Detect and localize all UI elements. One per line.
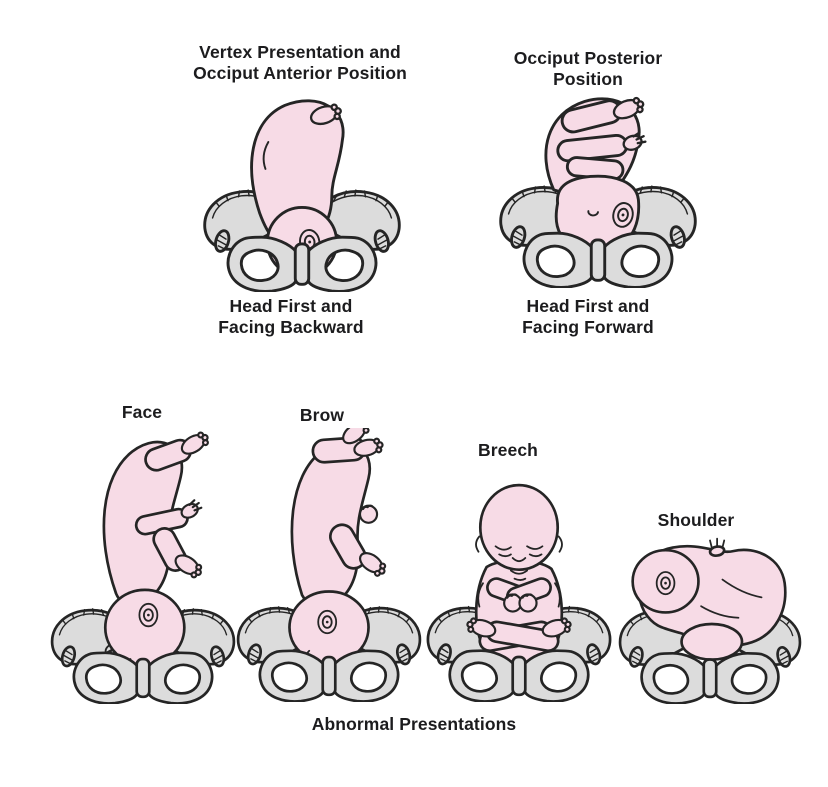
- figure-vertex-oa: [196, 92, 408, 292]
- fetus-shoulder-bulge: [680, 622, 744, 661]
- figure-face: [44, 430, 242, 704]
- pelvis-front-bones: [260, 651, 398, 702]
- fetus-fist: [358, 504, 379, 524]
- fetus-head: [478, 483, 560, 572]
- fetus-occiput-posterior: [544, 93, 648, 253]
- pelvis-front-bones: [74, 653, 212, 704]
- caption-occiput-posterior-line2: Facing Forward: [522, 317, 654, 337]
- fetus-fist: [518, 593, 538, 613]
- fetus-brow-presentation: [288, 428, 390, 665]
- title-vertex-oa-line2: Occiput Anterior Position: [193, 63, 407, 83]
- label-face: Face: [121, 402, 163, 422]
- label-shoulder: Shoulder: [657, 510, 735, 530]
- fetus-foot: [610, 93, 648, 123]
- label-breech: Breech: [478, 440, 538, 460]
- fetus-foot: [177, 430, 213, 459]
- fetus-head: [631, 548, 700, 614]
- breech-presentation-illustration: [420, 483, 618, 702]
- brow-presentation-illustration: [230, 428, 428, 702]
- fetus-foot: [355, 548, 390, 580]
- figure-occiput-posterior: [492, 88, 704, 288]
- figure-breech: [420, 468, 618, 702]
- fetus-foot: [171, 550, 206, 581]
- caption-occiput-posterior-line1: Head First and: [526, 296, 650, 316]
- face-presentation-illustration: [44, 430, 242, 704]
- title-occiput-posterior-line2: Position: [553, 69, 623, 89]
- caption-vertex-oa-line2: Facing Backward: [218, 317, 364, 337]
- fetus-face-presentation: [102, 430, 213, 667]
- fetus-lower-leg: [329, 523, 367, 570]
- figure-shoulder: [612, 528, 808, 704]
- footer-caption: Abnormal Presentations: [311, 714, 517, 734]
- pelvis-front-bones: [642, 653, 779, 703]
- label-brow: Brow: [299, 405, 345, 425]
- figure-brow: [230, 428, 428, 702]
- vertex-oa-illustration: [196, 99, 408, 292]
- pelvis-front-bones: [524, 233, 672, 287]
- fetus-shoulder-presentation: [631, 537, 787, 661]
- caption-occiput-posterior: Head First and Facing Forward: [438, 296, 738, 338]
- occiput-posterior-illustration: [492, 93, 704, 288]
- caption-vertex-oa: Head First and Facing Backward: [141, 296, 441, 338]
- fetus-breech-presentation: [464, 483, 574, 665]
- pelvis-front-bones: [450, 651, 588, 702]
- title-occiput-posterior: Occiput Posterior Position: [438, 48, 738, 90]
- pelvis-front-bones: [228, 237, 376, 291]
- shoulder-presentation-illustration: [612, 537, 808, 704]
- caption-vertex-oa-line1: Head First and: [229, 296, 353, 316]
- title-vertex-oa: Vertex Presentation and Occiput Anterior…: [150, 42, 450, 84]
- fetus-face-features: [494, 545, 544, 581]
- title-occiput-posterior-line1: Occiput Posterior: [513, 48, 663, 68]
- title-vertex-oa-line1: Vertex Presentation and: [199, 42, 401, 62]
